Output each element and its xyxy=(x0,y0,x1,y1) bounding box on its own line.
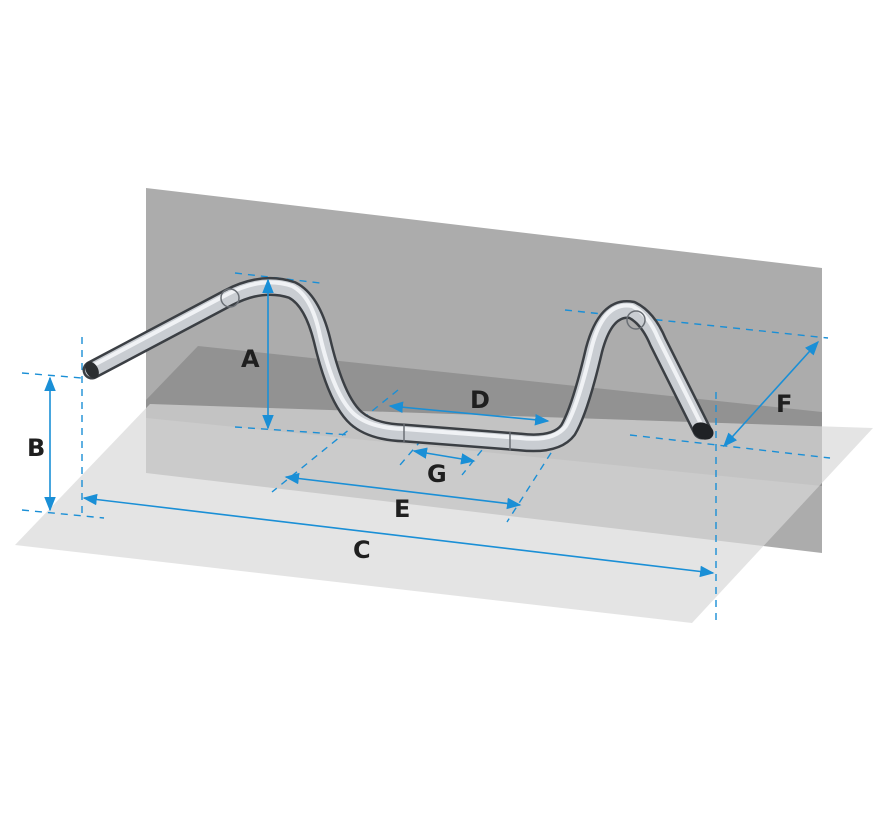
right-bar-end xyxy=(692,422,714,440)
label-G: G xyxy=(427,460,447,488)
left-bar-end xyxy=(85,361,99,379)
left-weld-ring xyxy=(220,288,240,308)
dimension-arrows xyxy=(44,278,819,578)
dimension-arrow-D xyxy=(388,401,550,426)
label-F: F xyxy=(776,390,792,418)
right-weld-ring xyxy=(626,310,646,330)
label-E: E xyxy=(394,495,410,523)
dimension-arrow-F xyxy=(723,340,819,448)
dimension-labels: A B C D E F G xyxy=(27,345,792,564)
label-C: C xyxy=(353,536,371,564)
label-B: B xyxy=(27,434,45,462)
label-D: D xyxy=(470,386,490,414)
dimension-arrow-E xyxy=(284,472,522,510)
dimension-arrow-C xyxy=(82,493,715,578)
label-A: A xyxy=(241,345,260,373)
handlebar xyxy=(82,276,714,453)
dimension-arrow-G xyxy=(412,447,476,465)
